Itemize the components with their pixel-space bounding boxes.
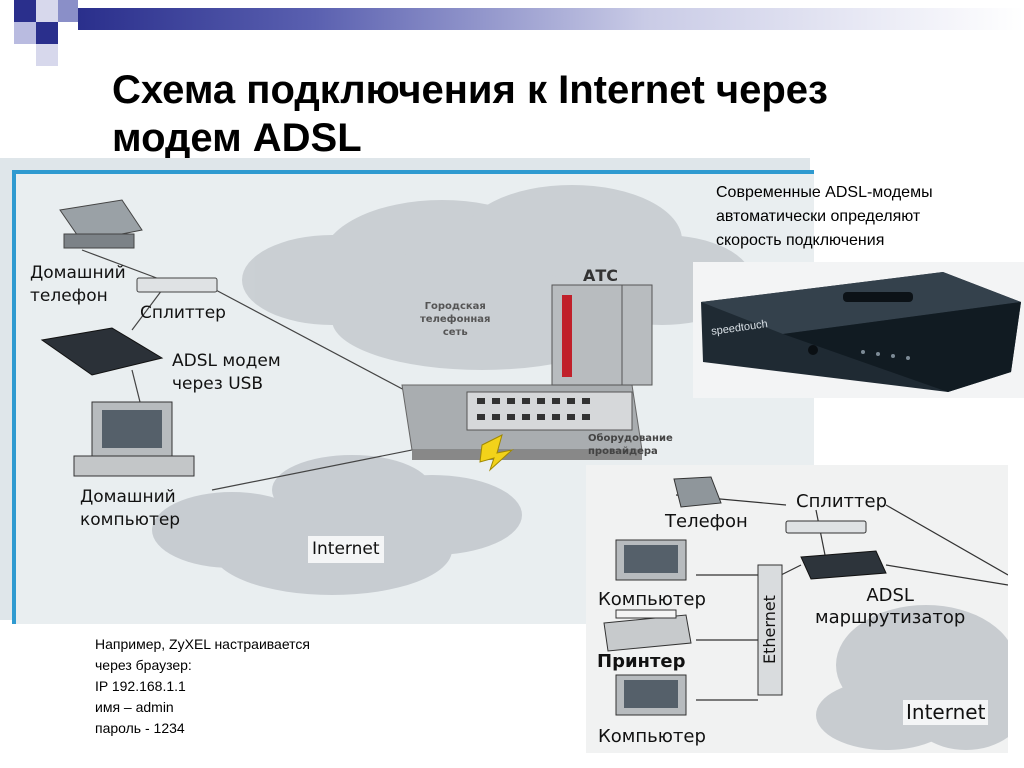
router-splitter-label: Сплиттер — [796, 491, 888, 512]
ethernet-hub-icon — [757, 564, 783, 696]
ats-label: АТС — [583, 266, 619, 285]
home-phone-icon — [59, 199, 143, 249]
config-note-line-4: имя – admin — [95, 699, 174, 715]
printer-label: Принтер — [597, 651, 686, 672]
deco-square-6 — [36, 44, 58, 66]
home-computer-label: Домашний компьютер — [80, 486, 180, 532]
provider-equipment-label: Оборудование провайдера — [588, 432, 673, 458]
adsl-modem-icon — [40, 327, 164, 376]
modem-caption: Современные ADSL-модемы автоматически оп… — [716, 181, 933, 253]
modem-caption-line-1: Современные ADSL-модемы — [716, 184, 933, 201]
config-note-line-1: Например, ZyXEL настраивается — [95, 636, 310, 652]
city-network-label-line-2: телефонная — [420, 314, 491, 325]
deco-square-3 — [58, 0, 78, 22]
home-phone-label: Домашний телефон — [30, 262, 126, 308]
router-phone-icon — [673, 476, 722, 508]
provider-equipment-label-line-1: Оборудование — [588, 433, 673, 444]
home-computer-label-line-1: Домашний — [80, 487, 176, 507]
config-note-line-2: через браузер: — [95, 657, 192, 673]
main-diagram-art — [40, 185, 752, 595]
title-gradient-bar — [78, 8, 1024, 30]
modem-photo: speedtouch — [693, 262, 1024, 398]
splitter-icon — [136, 277, 218, 293]
adsl-modem-label-line-2: через USB — [172, 374, 264, 394]
home-phone-label-line-1: Домашний — [30, 263, 126, 283]
printer-icon — [603, 609, 692, 652]
ats-red-stripe — [562, 295, 572, 377]
computer-1-icon — [615, 539, 687, 581]
config-note: Например, ZyXEL настраивается через брау… — [95, 634, 310, 739]
adsl-router-label-line-2: маршрутизатор — [815, 607, 966, 628]
adsl-modem-label: ADSL модем через USB — [172, 350, 281, 396]
city-network-label-line-3: сеть — [442, 327, 468, 338]
home-phone-label-line-2: телефон — [30, 286, 108, 306]
router-splitter-icon — [785, 520, 867, 534]
deco-square-2 — [36, 0, 58, 22]
slide-title-line-1: Схема подключения к Internet через — [112, 68, 828, 112]
computer-2-label: Компьютер — [598, 726, 706, 747]
deco-square-4 — [14, 22, 36, 44]
city-network-label-line-1: Городская — [424, 301, 486, 312]
internet-label-main: Internet — [308, 536, 384, 563]
computer-2-icon — [615, 674, 687, 716]
router-phone-label: Телефон — [665, 511, 748, 532]
internet-label-router: Internet — [903, 700, 989, 725]
adsl-router-label-line-1: ADSL — [866, 585, 914, 606]
computer-1-label: Компьютер — [598, 589, 706, 610]
adsl-router-label: ADSL маршрутизатор — [815, 585, 965, 629]
city-network-label: Городская телефонная сеть — [420, 300, 490, 339]
modem-caption-line-2: автоматически определяют — [716, 208, 921, 225]
deco-square-5 — [36, 22, 58, 44]
slide-title: Схема подключения к Internet через модем… — [112, 66, 992, 162]
ethernet-label: Ethernet — [759, 595, 779, 664]
deco-square-1 — [14, 0, 36, 22]
adsl-router-icon — [800, 550, 887, 580]
provider-equipment-label-line-2: провайдера — [588, 446, 658, 457]
config-note-line-3: IP 192.168.1.1 — [95, 678, 186, 694]
config-note-line-5: пароль - 1234 — [95, 720, 185, 736]
adsl-modem-label-line-1: ADSL модем — [172, 351, 281, 371]
internet-cloud — [152, 455, 522, 595]
modem-caption-line-3: скорость подключения — [716, 232, 885, 249]
splitter-label: Сплиттер — [140, 303, 226, 323]
slide-title-line-2: модем ADSL — [112, 116, 362, 160]
home-computer-label-line-2: компьютер — [80, 510, 181, 530]
home-computer-icon — [73, 401, 195, 477]
city-network-cloud — [242, 185, 752, 370]
modem-device-art — [701, 272, 1021, 392]
